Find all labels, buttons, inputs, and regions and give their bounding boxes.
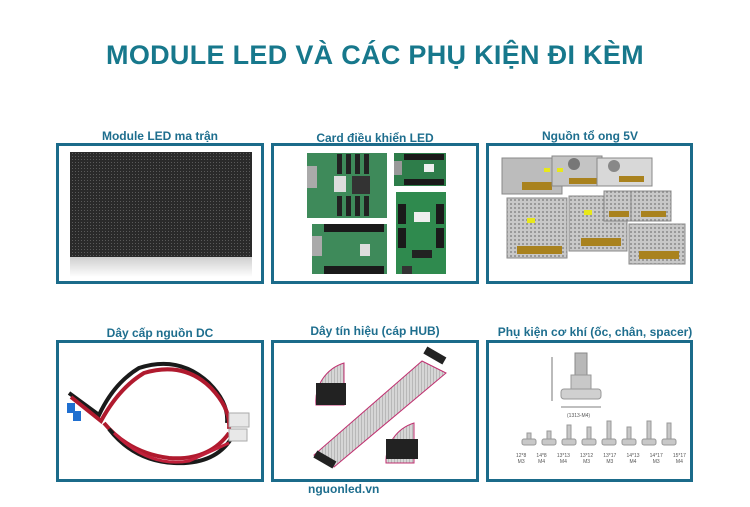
power-supply-icon xyxy=(501,155,686,265)
dc-cable-image xyxy=(56,340,264,482)
ribbon-cable-icon xyxy=(313,346,447,469)
power-cable-icon xyxy=(67,361,250,466)
caption-power-supply: Nguồn tổ ong 5V xyxy=(542,129,638,143)
website-watermark: nguonled.vn xyxy=(308,482,380,496)
hub-cable-image xyxy=(271,340,479,482)
caption-mechanical-parts: Phụ kiện cơ khí (ốc, chân, spacer) xyxy=(497,325,693,339)
led-matrix-icon xyxy=(70,152,252,277)
page-title: MODULE LED VÀ CÁC PHỤ KIỆN ĐI KÈM xyxy=(106,40,644,70)
caption-led-module: Module LED ma trận xyxy=(101,129,218,143)
led-module-image xyxy=(56,143,264,284)
caption-controller-card: Card điều khiển LED xyxy=(316,131,434,145)
caption-hub-cable: Dây tín hiệu (cáp HUB) xyxy=(310,324,440,338)
power-supply-image xyxy=(486,143,693,284)
controller-card-image xyxy=(271,143,479,284)
caption-dc-cable: Dây cấp nguồn DC xyxy=(106,326,214,340)
circuit-board-icon xyxy=(307,153,446,274)
spacer-diagram-label: (1313-M4) xyxy=(567,413,590,419)
spacer-icon: (1313-M4) xyxy=(521,352,677,446)
